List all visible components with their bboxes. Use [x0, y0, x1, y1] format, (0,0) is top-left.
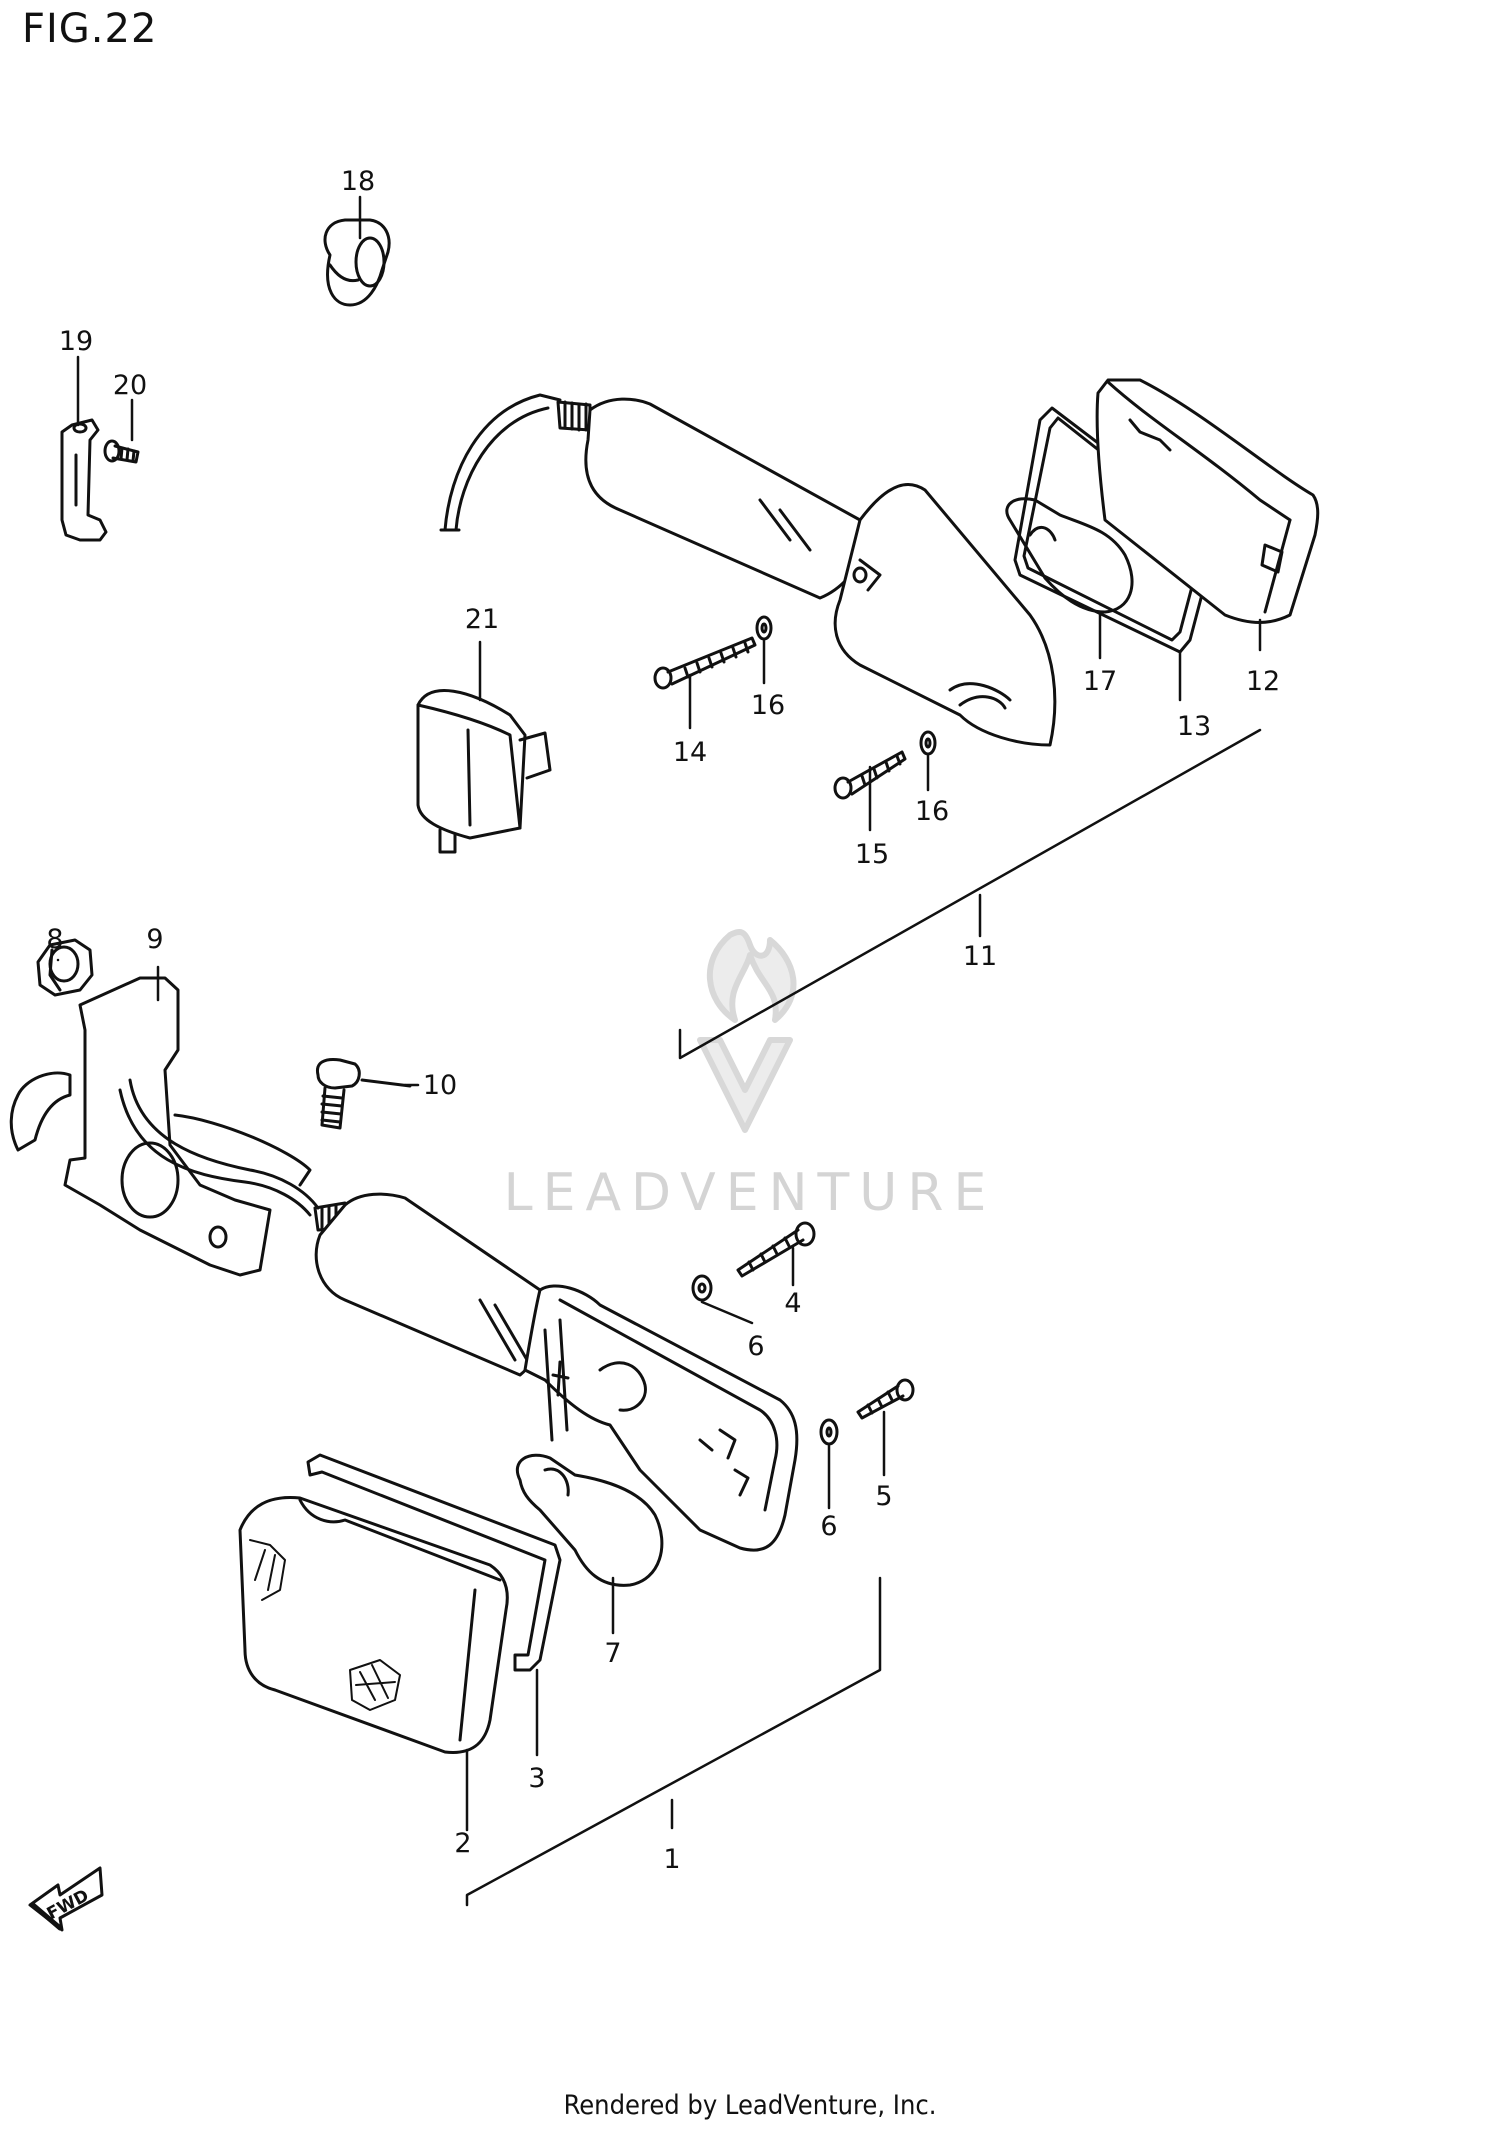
washer-6a: [691, 1274, 713, 1302]
callout-17: 17: [1083, 666, 1117, 697]
rear-signal-stem: [584, 397, 872, 600]
rear-turn-signal-assembly: [439, 378, 1320, 747]
leader-lines: [56, 195, 1262, 1907]
callout-20: 20: [113, 370, 147, 401]
front-mount-bracket: [9, 976, 272, 1277]
callout-13: 13: [1177, 711, 1211, 742]
callout-labels: 1 2 3 4 5 6 6 7 8 9 10 11 12 13 14 15 16…: [44, 166, 1281, 1924]
rear-signal-wire: [443, 393, 562, 532]
callout-4: 4: [784, 1288, 801, 1319]
callout-3: 3: [528, 1763, 545, 1794]
screw-10-part: [315, 1058, 412, 1130]
callout-16a: 16: [751, 690, 785, 721]
flasher-relay-part: [416, 689, 552, 854]
callout-16b: 16: [915, 796, 949, 827]
front-screw-4: [736, 1221, 816, 1278]
front-lens-part: [238, 1495, 509, 1755]
callout-5: 5: [875, 1481, 892, 1512]
footer-credit: Rendered by LeadVenture, Inc.: [563, 2090, 937, 2121]
bracket-part: [60, 418, 108, 542]
assembly-1-bracket: [465, 1576, 882, 1907]
assembly-11-bracket: [678, 728, 1262, 1060]
front-turn-signal-assembly: [118, 1078, 799, 1587]
rear-screw-14: [653, 636, 757, 690]
callout-2: 2: [454, 1828, 471, 1859]
washer-6b: [819, 1418, 839, 1446]
callout-10: 10: [423, 1070, 457, 1101]
bracket-rubber-part: [9, 1071, 72, 1152]
front-signal-wire: [128, 1078, 320, 1210]
rear-screw-15: [833, 750, 907, 800]
callout-9: 9: [146, 924, 163, 955]
callout-11: 11: [963, 941, 997, 972]
washer-16b: [919, 730, 937, 756]
front-screw-5: [856, 1378, 915, 1420]
callout-6b: 6: [820, 1511, 837, 1542]
callout-8: 8: [46, 924, 63, 955]
callout-19: 19: [59, 326, 93, 357]
figure-title: FIG.22: [22, 6, 158, 52]
front-lens-gasket: [306, 1453, 562, 1672]
callout-14: 14: [673, 737, 707, 768]
callout-12: 12: [1246, 666, 1280, 697]
watermark-logo: [697, 929, 797, 1133]
callout-7: 7: [604, 1638, 621, 1669]
callout-18: 18: [341, 166, 375, 197]
front-bulb-part: [515, 1453, 664, 1587]
small-screw-part: [103, 439, 140, 464]
nut-part: [36, 938, 94, 997]
callout-21: 21: [465, 604, 499, 635]
callout-6a: 6: [747, 1331, 764, 1362]
forward-direction-arrow: [28, 1866, 104, 1932]
rear-signal-housing: [833, 483, 1057, 747]
watermark-text: LEADVENTURE: [504, 1163, 997, 1223]
grommet-part: [323, 218, 391, 307]
washer-16a: [755, 615, 773, 641]
front-signal-housing: [523, 1284, 799, 1552]
callout-15: 15: [855, 839, 889, 870]
callout-1: 1: [663, 1844, 680, 1875]
